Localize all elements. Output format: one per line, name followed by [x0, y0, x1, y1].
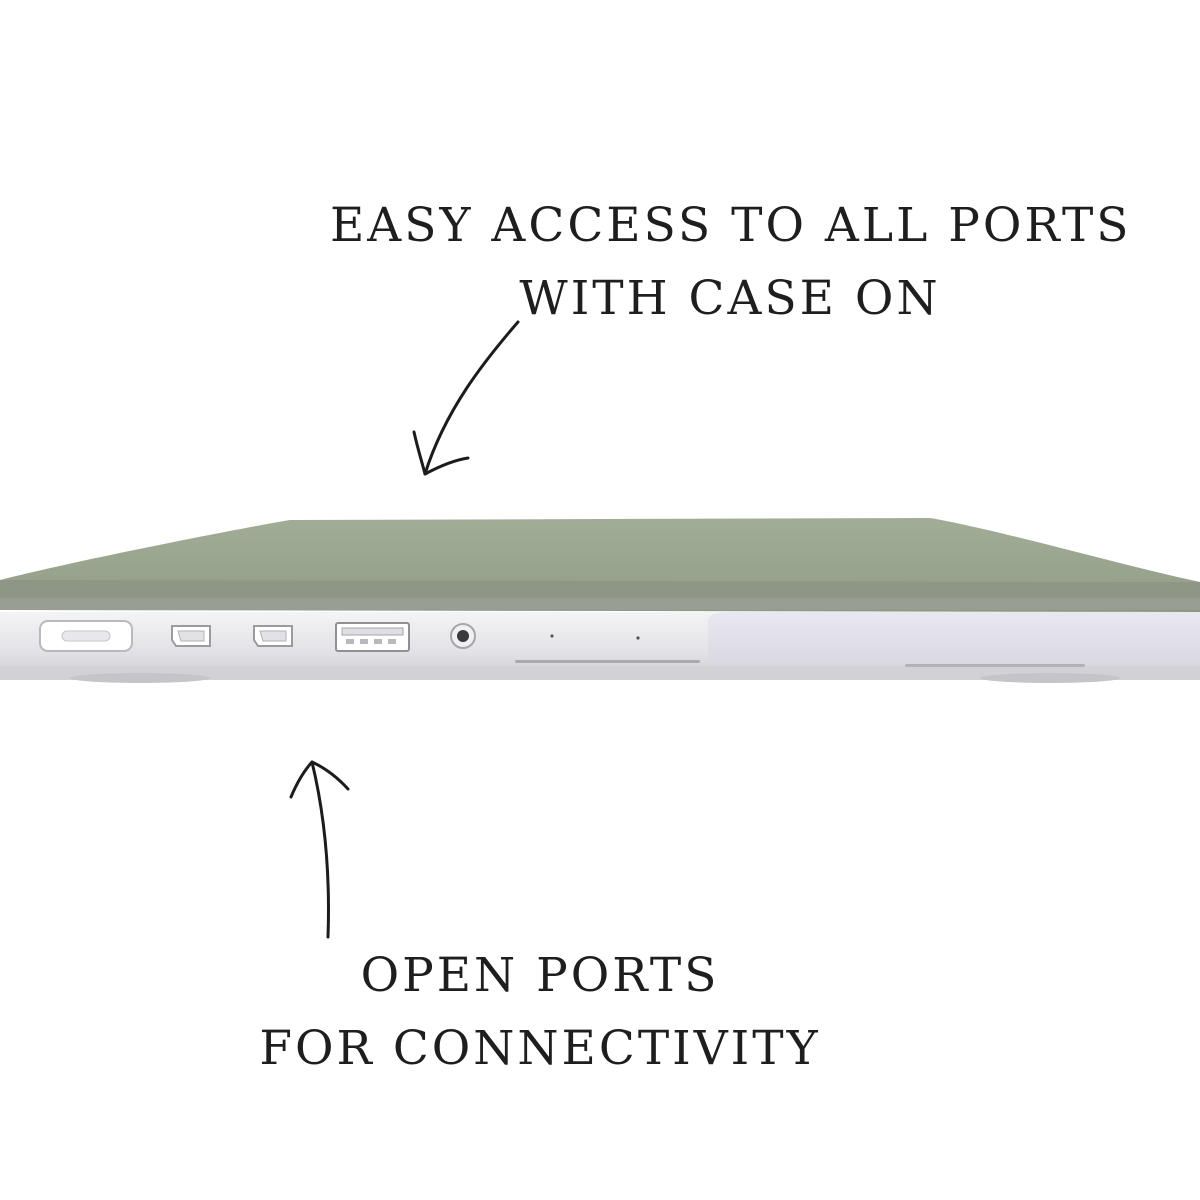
headphone-jack: [450, 623, 476, 649]
mic-dot: [550, 634, 554, 638]
caption-bottom-line-1: OPEN PORTS: [360, 948, 720, 1003]
arrow-to-case: [412, 320, 520, 476]
caption-top-line-2: WITH CASE ON: [519, 270, 941, 326]
caption-bottom-line-2: FOR CONNECTIVITY: [259, 1020, 821, 1076]
caption-easy-access: EASY ACCESS TO ALL PORTS WITH CASE ON: [330, 190, 1130, 336]
caption-top-line-1: EASY ACCESS TO ALL PORTS: [330, 198, 1132, 253]
arrow-to-ports: [289, 760, 350, 939]
usb-port: [335, 622, 410, 652]
case-top-shell: [0, 518, 1200, 600]
case-bottom-clear: [708, 612, 1200, 677]
thunderbolt-port-1: [171, 625, 211, 647]
caption-open-ports: OPEN PORTS FOR CONNECTIVITY: [240, 940, 840, 1086]
mic-dot: [636, 636, 640, 640]
thunderbolt-port-2: [253, 625, 293, 647]
